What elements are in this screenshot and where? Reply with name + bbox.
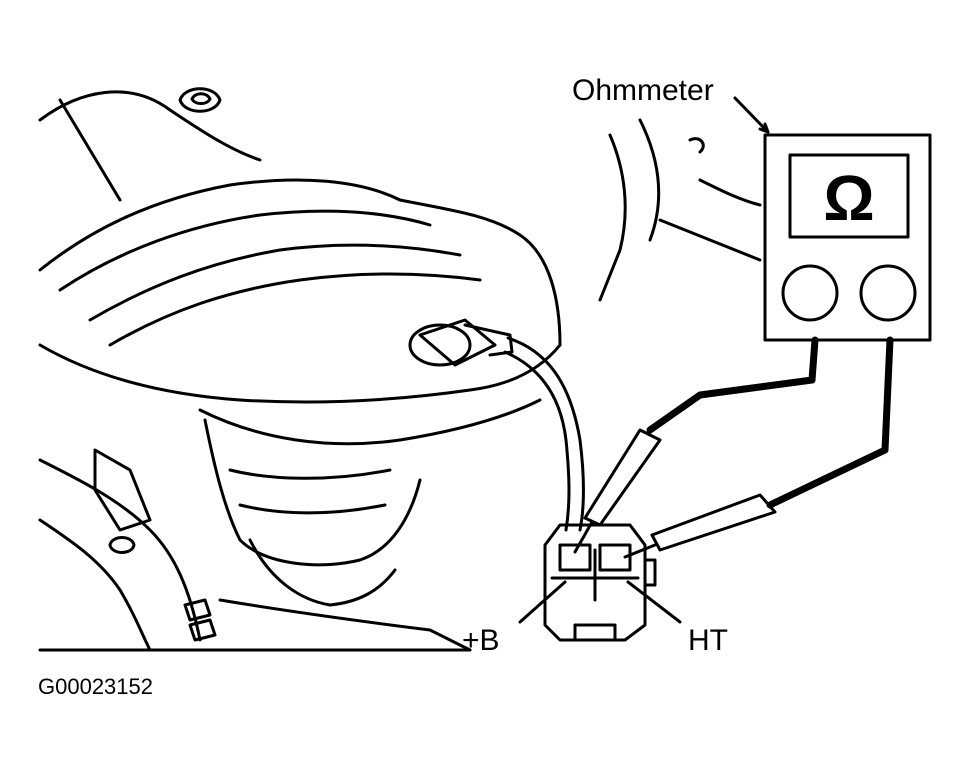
shield-rib-2 — [88, 243, 462, 322]
rear-panel-curve — [698, 178, 762, 207]
connector-terminal-b — [558, 543, 592, 572]
shield-rib-1 — [58, 209, 432, 292]
lower-bolt — [108, 536, 136, 554]
shield-lower-edge — [38, 343, 562, 404]
bracket-block — [93, 448, 152, 532]
lower-pipe-left — [38, 458, 202, 642]
figure-id: G00023152 — [38, 674, 153, 699]
converter-flange — [248, 538, 397, 607]
rear-hose-2 — [638, 118, 661, 242]
sensor-boot — [463, 323, 514, 357]
manifold-outer-top — [38, 90, 262, 162]
test-leads — [573, 336, 894, 559]
sensor-boss — [408, 323, 472, 367]
shield-edge-1 — [38, 178, 402, 272]
probe-left-body — [583, 428, 662, 527]
ohmmeter-jack-right — [859, 264, 917, 322]
converter-band-1 — [228, 468, 392, 480]
shield-right-flank — [398, 198, 562, 347]
probe-left-tip — [573, 520, 594, 554]
ht-terminal-leader — [626, 580, 682, 624]
oxygen-sensor — [408, 318, 585, 532]
b-terminal-leader — [518, 580, 567, 624]
lead-wire-left — [646, 336, 819, 434]
sensor-hex-body — [418, 318, 497, 367]
rear-hose-1 — [598, 133, 627, 302]
converter-band-2 — [238, 503, 387, 515]
sensor-connector — [543, 523, 657, 642]
ohm-symbol: Ω — [823, 162, 874, 234]
ohmmeter-body — [763, 133, 932, 342]
rear-panel-line — [658, 218, 762, 262]
connector-lock-tab — [643, 558, 657, 587]
rear-clip — [688, 137, 705, 154]
ohmmeter-leader-head — [758, 122, 770, 134]
lead-wire-right — [766, 336, 894, 509]
sensor-lead-outer — [506, 336, 585, 532]
manifold-bracket — [58, 98, 122, 202]
converter-body — [203, 418, 422, 567]
ohmmeter-leader — [733, 96, 770, 134]
connector-shell — [543, 523, 647, 642]
shield-rib-3 — [108, 272, 482, 347]
nut-hole — [190, 92, 212, 105]
lower-stud-2 — [188, 618, 217, 642]
shield-front-lip — [198, 398, 542, 446]
connector-key — [573, 623, 617, 642]
callout-leaders — [518, 96, 770, 624]
probe-right-tip — [623, 543, 657, 559]
mounting-nut — [178, 87, 222, 113]
ht-terminal-label: HT — [688, 624, 728, 657]
lower-pipe-right — [38, 518, 152, 652]
probe-right-body — [650, 493, 777, 552]
lower-stud-1 — [183, 598, 212, 622]
b-terminal-label: +B — [462, 624, 500, 657]
connector-terminal-ht — [598, 543, 632, 572]
engine-manifold-illustration — [38, 87, 762, 652]
ohmmeter — [763, 133, 932, 342]
lower-frame-right — [218, 598, 472, 652]
ohmmeter-jack-left — [781, 264, 839, 322]
ohmmeter-label: Ohmmeter — [572, 74, 714, 107]
sensor-lead-inner — [503, 350, 571, 532]
ohmmeter-display — [788, 153, 910, 239]
